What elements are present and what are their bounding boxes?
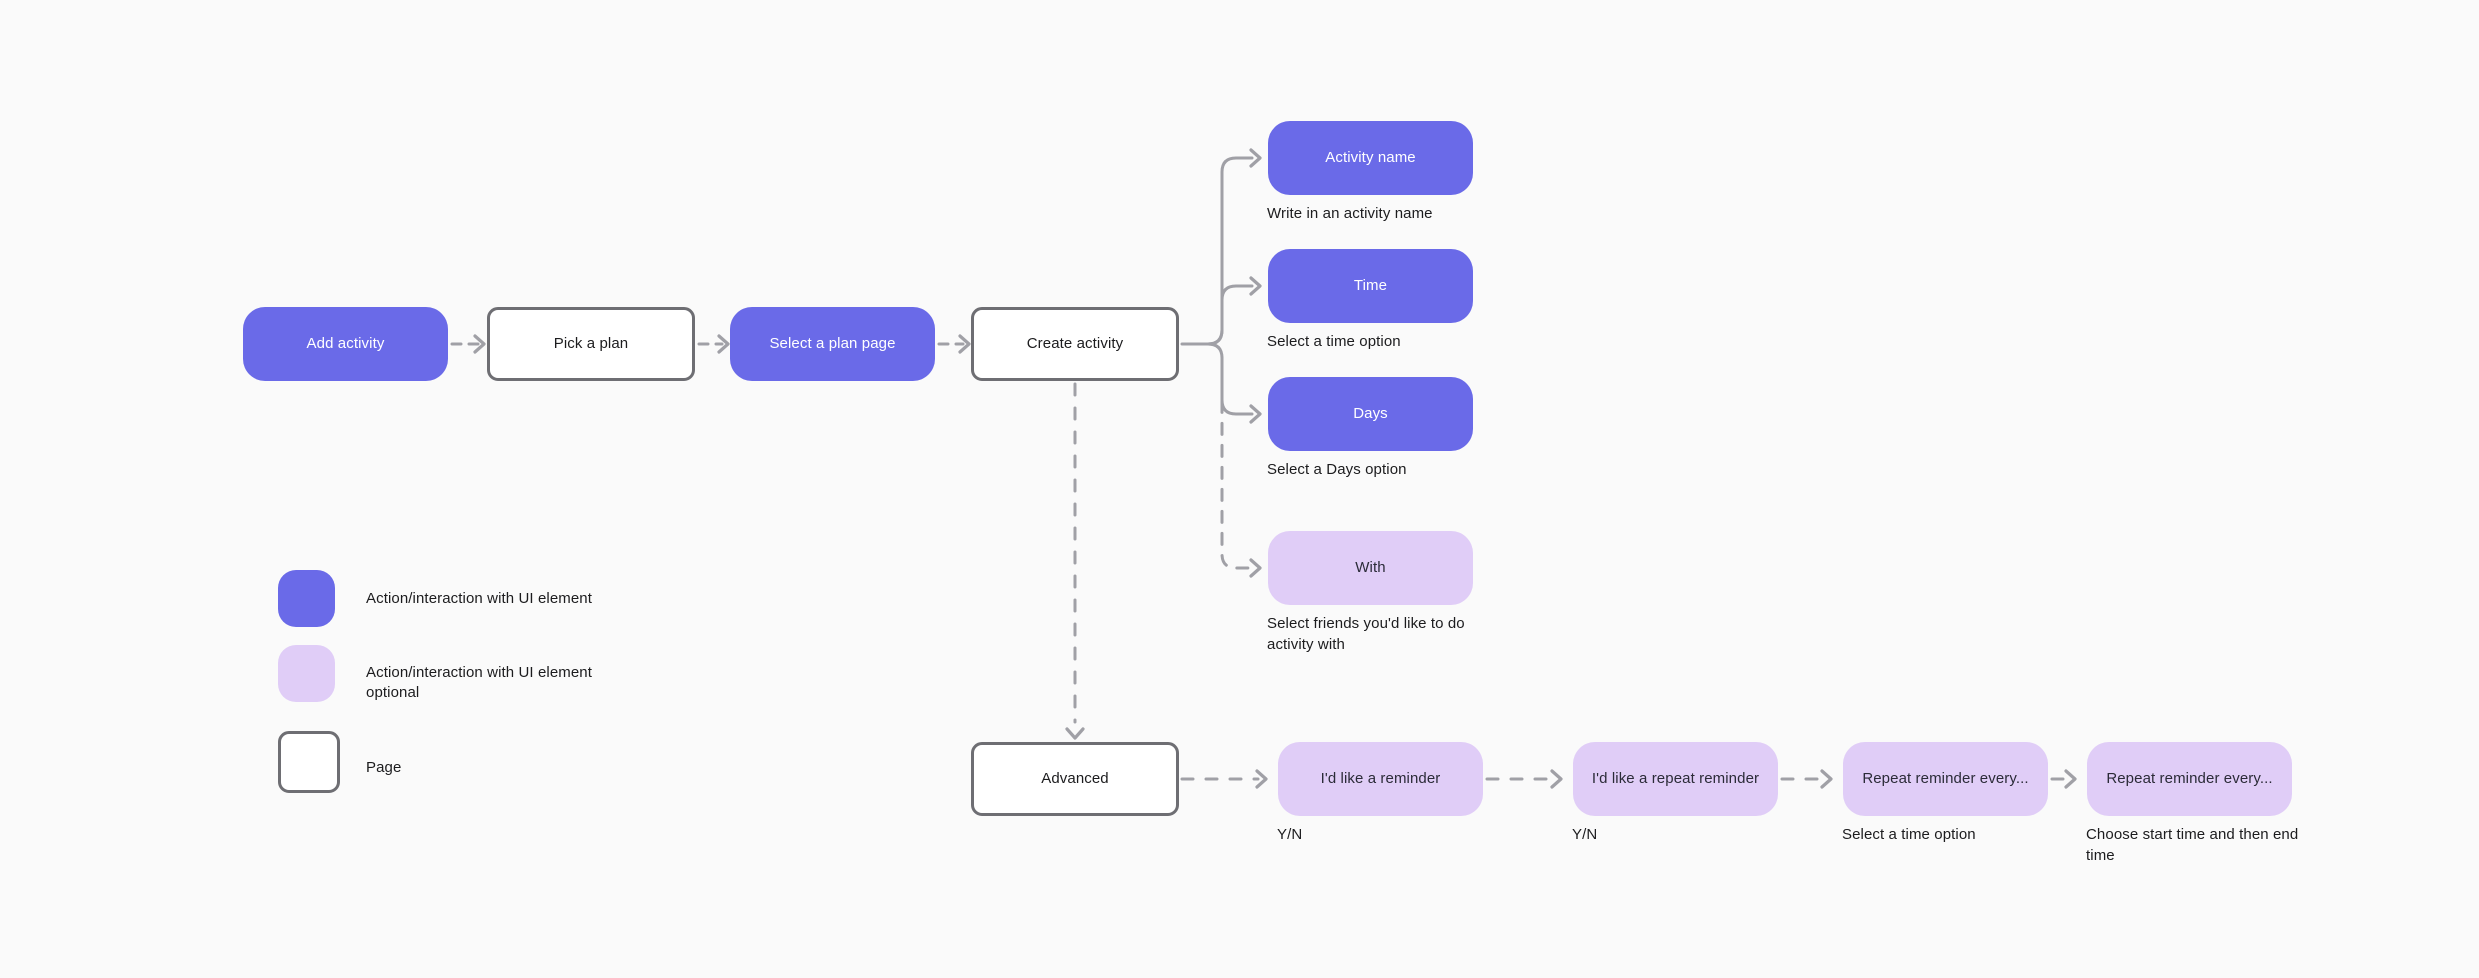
node-advanced[interactable]: Advanced — [971, 742, 1179, 816]
legend-swatch-page — [278, 731, 340, 793]
caption-id-like-a-repeat-reminder: Y/N — [1572, 826, 1598, 843]
caption-with: Select friends you'd like to do activity… — [1267, 615, 1465, 653]
legend-label-optional: Action/interaction with UI element optio… — [366, 664, 593, 701]
arrowhead — [1255, 769, 1268, 789]
node-repeat-reminder-every-2[interactable]: Repeat reminder every... — [2087, 742, 2292, 816]
node-add-activity[interactable]: Add activity — [243, 307, 448, 381]
legend-label-page: Page — [366, 759, 402, 776]
arrowhead — [1065, 727, 1085, 740]
arrowhead — [1820, 769, 1833, 789]
caption-time: Select a time option — [1267, 333, 1401, 350]
node-with[interactable]: With — [1268, 531, 1473, 605]
legend-swatch-action — [278, 570, 335, 627]
caption-id-like-a-reminder: Y/N — [1277, 826, 1303, 843]
legend-label-action: Action/interaction with UI element — [366, 590, 593, 607]
node-repeat-reminder-every-1[interactable]: Repeat reminder every... — [1843, 742, 2048, 816]
node-activity-name[interactable]: Activity name — [1268, 121, 1473, 195]
arrowhead — [1249, 148, 1262, 168]
arrowhead — [1249, 558, 1262, 578]
arrowhead — [1249, 276, 1262, 296]
node-id-like-a-repeat-reminder[interactable]: I'd like a repeat reminder — [1573, 742, 1778, 816]
arrowhead — [2064, 769, 2077, 789]
node-time[interactable]: Time — [1268, 249, 1473, 323]
arrowhead — [1249, 404, 1262, 424]
node-pick-a-plan[interactable]: Pick a plan — [487, 307, 695, 381]
arrowhead — [958, 334, 971, 354]
legend-swatch-optional — [278, 645, 335, 702]
caption-days: Select a Days option — [1267, 461, 1407, 478]
branch-to-with — [1206, 342, 1254, 570]
arrowhead — [717, 334, 730, 354]
node-id-like-a-reminder[interactable]: I'd like a reminder — [1278, 742, 1483, 816]
caption-repeat-reminder-every-1: Select a time option — [1842, 826, 1976, 843]
branch-to-days — [1206, 342, 1254, 416]
arrowhead — [1550, 769, 1563, 789]
branch-to-time — [1206, 284, 1254, 346]
node-days[interactable]: Days — [1268, 377, 1473, 451]
branch-to-activity-name — [1206, 156, 1254, 346]
arrowhead — [473, 334, 486, 354]
caption-repeat-reminder-every-2: Choose start time and then end time — [2086, 826, 2299, 864]
node-select-a-plan-page[interactable]: Select a plan page — [730, 307, 935, 381]
caption-activity-name: Write in an activity name — [1267, 205, 1433, 222]
node-create-activity[interactable]: Create activity — [971, 307, 1179, 381]
